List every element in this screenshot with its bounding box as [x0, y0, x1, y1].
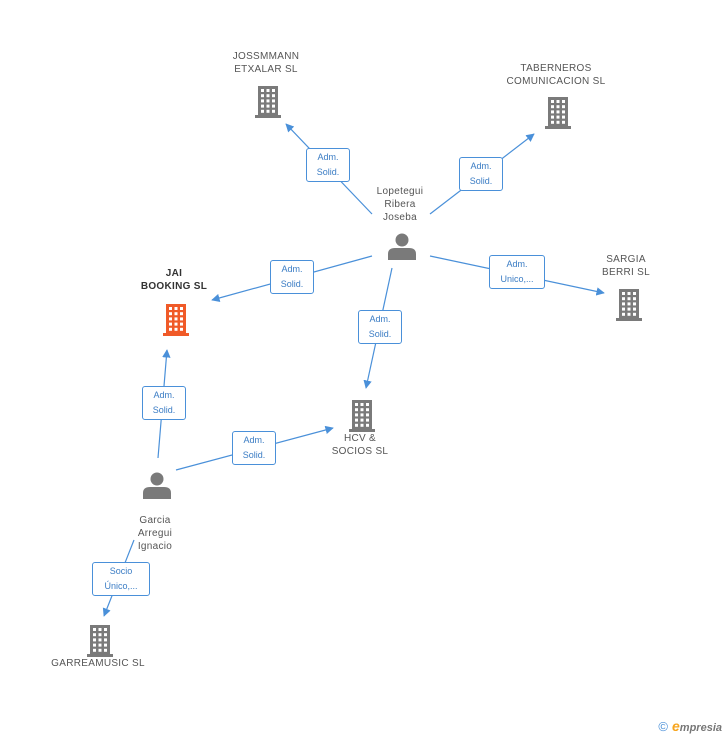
node-label-sargia[interactable]: SARGIA BERRI SL [602, 254, 650, 278]
edge-label-lopetegui-to-jossmmann[interactable]: Adm. Solid. [306, 148, 350, 182]
building-icon-sargia[interactable] [616, 289, 642, 321]
building-icon-garreamusic[interactable] [87, 625, 113, 657]
node-label-garcia[interactable]: Garcia Arregui Ignacio [137, 515, 173, 552]
edge-label-lopetegui-to-jai[interactable]: Adm. Solid. [270, 260, 314, 294]
node-label-jai[interactable]: JAI BOOKING SL [140, 268, 208, 292]
building-icon-taberneros[interactable] [545, 97, 571, 129]
person-icon-lopetegui[interactable] [388, 233, 416, 261]
node-label-lopetegui[interactable]: Lopetegui Ribera Joseba [376, 186, 424, 223]
footer-brand: © empresia [658, 718, 722, 734]
edge-label-garcia-to-garreamusic[interactable]: Socio Único,... [92, 562, 150, 596]
edge-label-lopetegui-to-taberneros[interactable]: Adm. Solid. [459, 157, 503, 191]
person-icon-garcia[interactable] [143, 472, 171, 500]
edge-label-lopetegui-to-sargia[interactable]: Adm. Unico,... [489, 255, 545, 289]
node-label-garreamusic[interactable]: GARREAMUSIC SL [51, 658, 145, 669]
edge-label-lopetegui-to-hcv[interactable]: Adm. Solid. [358, 310, 402, 344]
edge-label-garcia-to-jai[interactable]: Adm. Solid. [142, 386, 186, 420]
building-icon-jai[interactable] [163, 304, 189, 336]
edge-label-garcia-to-hcv[interactable]: Adm. Solid. [232, 431, 276, 465]
building-icon-jossmmann[interactable] [255, 86, 281, 118]
building-icon-hcv[interactable] [349, 400, 375, 432]
brand-logo: empresia [672, 718, 722, 734]
copyright-symbol: © [658, 718, 668, 734]
node-label-hcv[interactable]: HCV & SOCIOS SL [331, 433, 389, 457]
node-label-taberneros[interactable]: TABERNEROS COMUNICACION SL [506, 63, 606, 87]
node-label-jossmmann[interactable]: JOSSMMANN ETXALAR SL [232, 51, 300, 75]
